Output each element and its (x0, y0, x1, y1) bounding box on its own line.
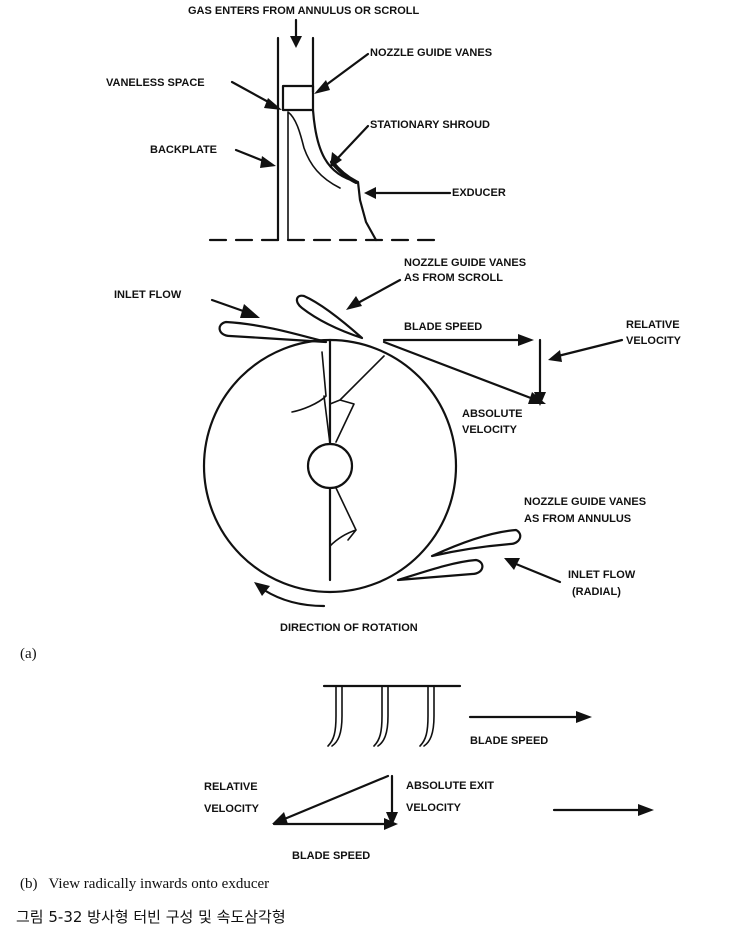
exducer-label: EXDUCER (452, 187, 506, 199)
exit-side-arrow-head (638, 804, 654, 816)
blade-speed-top-label: BLADE SPEED (404, 321, 482, 333)
ngv-leader-head (314, 80, 330, 94)
ngv-scroll-leader (354, 278, 402, 306)
vaneless-leader (230, 80, 274, 106)
meridional-section: GAS ENTERS FROM ANNULUS OR SCROLL NOZZLE… (106, 5, 506, 242)
stationary-shroud-label: STATIONARY SHROUD (370, 119, 490, 131)
backplate-leader (234, 148, 268, 164)
exducer-blade-speed-head (576, 711, 592, 723)
absolute-velocity-label-2: VELOCITY (462, 424, 518, 436)
radial-inlet-arrow-head (504, 558, 520, 570)
inlet-arrow-head (290, 36, 302, 48)
nozzle-vane-1 (295, 294, 364, 340)
relative-velocity-top-label-1: RELATIVE (626, 319, 680, 331)
gas-enters-label: GAS ENTERS FROM ANNULUS OR SCROLL (188, 5, 419, 17)
exducer-blade-2 (373, 685, 389, 747)
vaneless-leader-head (264, 98, 282, 110)
inlet-flow-label: INLET FLOW (114, 289, 182, 301)
part-b-label: (b) View radically inwards onto exducer (20, 876, 269, 892)
relative-velocity-top-label-2: VELOCITY (626, 335, 682, 347)
ngv-scroll-label-1: NOZZLE GUIDE VANES (404, 257, 526, 269)
nozzle-guide-vanes-label: NOZZLE GUIDE VANES (370, 47, 492, 59)
exit-relative-velocity-head (272, 812, 288, 824)
absolute-velocity-vector (382, 340, 538, 402)
shroud-leader-head (330, 152, 342, 168)
blade-section-lower (329, 487, 357, 547)
annulus-vane-1 (430, 528, 522, 558)
inlet-flow-radial-label-1: INLET FLOW (568, 569, 636, 581)
direction-of-rotation-label: DIRECTION OF ROTATION (280, 622, 418, 634)
exducer-blade-3 (419, 685, 435, 747)
annulus-vane-2 (396, 558, 484, 582)
shroud-leader (334, 124, 370, 162)
nozzle-guide-vane-box (281, 84, 315, 112)
absolute-velocity-label-1: ABSOLUTE (462, 408, 523, 420)
ngv-scroll-label-2: AS FROM SCROLL (404, 272, 503, 284)
ngv-scroll-leader-head (346, 296, 362, 310)
backplate-leader-head (260, 156, 276, 168)
radial-inlet-arrow (514, 562, 562, 584)
inlet-flow-arrow (210, 298, 248, 314)
ngv-annulus-label-2: AS FROM ANNULUS (524, 513, 631, 525)
blade-section-left (291, 351, 331, 445)
relative-velocity-vector-head (534, 392, 546, 406)
relative-velocity-b-label-1: RELATIVE (204, 781, 258, 793)
figure-caption: 그림 5-32 방사형 터빈 구성 및 속도삼각형 (16, 908, 286, 926)
stationary-shroud-curve (311, 108, 378, 242)
exit-blade-speed-head (384, 818, 398, 830)
backplate-label: BACKPLATE (150, 144, 217, 156)
inlet-flow-arrow-head (240, 304, 260, 318)
absolute-exit-label-1: ABSOLUTE EXIT (406, 780, 494, 792)
rotor-hub (306, 442, 354, 490)
exit-relative-velocity-vector (280, 774, 390, 822)
nozzle-vane-2 (218, 320, 328, 344)
vaneless-space-label: VANELESS SPACE (106, 77, 205, 89)
rotor-profile (287, 111, 341, 241)
rotation-arrow-arc (262, 588, 326, 608)
part-a-label: (a) (20, 646, 37, 662)
blade-speed-bottom-label: BLADE SPEED (292, 850, 370, 862)
blade-speed-vector-head (518, 334, 534, 346)
blade-speed-b-label: BLADE SPEED (470, 735, 548, 747)
exit-absolute-velocity-head (386, 812, 398, 826)
rotor-view: NOZZLE GUIDE VANES AS FROM SCROLL INLET … (114, 257, 682, 634)
ngv-leader (320, 52, 370, 90)
exducer-leader-head (364, 187, 376, 199)
relative-velocity-leader (556, 338, 624, 358)
rotation-arrow-head (254, 582, 270, 596)
ngv-annulus-label-1: NOZZLE GUIDE VANES (524, 496, 646, 508)
relative-velocity-leader-head (548, 350, 562, 362)
exducer-view: BLADE SPEED RELATIVE VELOCITY ABSOLUTE E… (204, 684, 654, 862)
absolute-exit-label-2: VELOCITY (406, 802, 462, 814)
relative-velocity-b-label-2: VELOCITY (204, 803, 260, 815)
inlet-flow-radial-label-2: (RADIAL) (572, 586, 621, 598)
exducer-blade-1 (327, 685, 343, 747)
blade-section-right (329, 355, 385, 443)
